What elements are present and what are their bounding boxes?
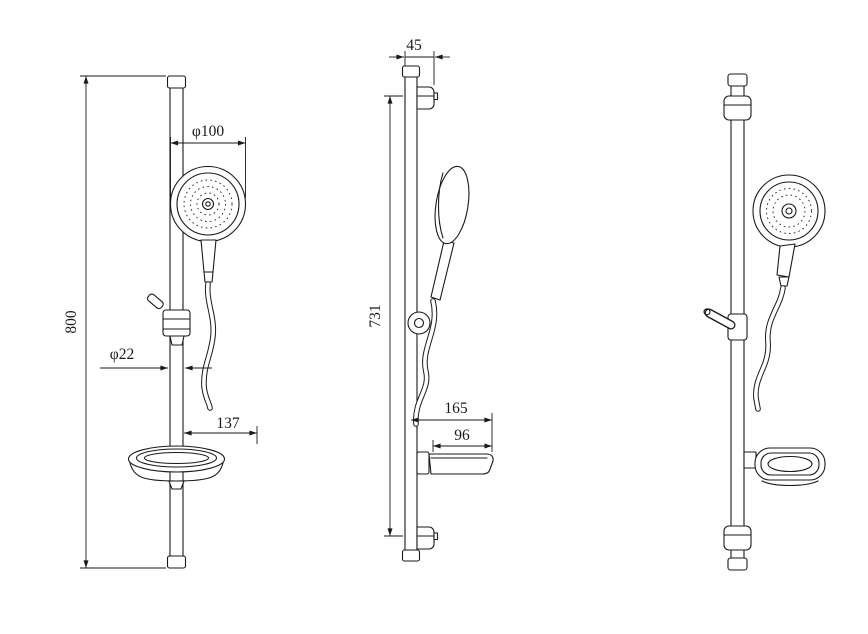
- dim-rail-diameter: φ22: [100, 346, 212, 371]
- side-shower-head: [430, 165, 470, 301]
- front-view: 800 φ100 φ22 137: [63, 75, 258, 569]
- dim-head-diameter-label: φ100: [192, 123, 224, 140]
- rear-hose: [753, 285, 786, 412]
- dim-overall-height-label: 800: [63, 310, 80, 334]
- dim-dish-tray-depth-label: 96: [454, 427, 470, 444]
- side-bottom-bracket: [416, 526, 439, 550]
- dim-bracket-depth-label: 45: [406, 37, 422, 54]
- rear-shower-head: [752, 174, 826, 287]
- dim-mount-distance: 731: [367, 95, 403, 537]
- rear-soap-dish: [743, 447, 826, 487]
- dim-dish-tray-depth: 96: [432, 427, 492, 452]
- dim-dish-total-depth: 165: [411, 400, 493, 452]
- dim-overall-height: 800: [63, 75, 166, 569]
- rear-view: [703, 73, 826, 571]
- dim-dish-total-depth-label: 165: [444, 400, 468, 417]
- rear-holder-knob: [703, 308, 748, 341]
- front-shower-head: [169, 165, 247, 283]
- side-rail: [401, 65, 421, 562]
- dim-bracket-depth: 45: [389, 37, 450, 85]
- side-hose: [413, 298, 438, 427]
- front-slider-bracket: [146, 293, 191, 346]
- side-holder-knob: [407, 311, 431, 335]
- front-hose: [201, 281, 217, 411]
- side-top-bracket: [416, 86, 439, 110]
- rear-top-bracket: [723, 95, 752, 121]
- dim-rail-diameter-label: φ22: [110, 346, 134, 363]
- dim-mount-distance-label: 731: [367, 304, 384, 327]
- dim-head-diameter: φ100: [170, 123, 246, 198]
- side-view: 45 731 165 96: [367, 37, 494, 562]
- dim-soap-dish-width: 137: [184, 415, 258, 444]
- dim-soap-dish-width-label: 137: [216, 415, 240, 432]
- side-soap-dish: [416, 451, 494, 475]
- rear-bottom-bracket: [723, 525, 752, 551]
- front-soap-dish: [127, 445, 226, 490]
